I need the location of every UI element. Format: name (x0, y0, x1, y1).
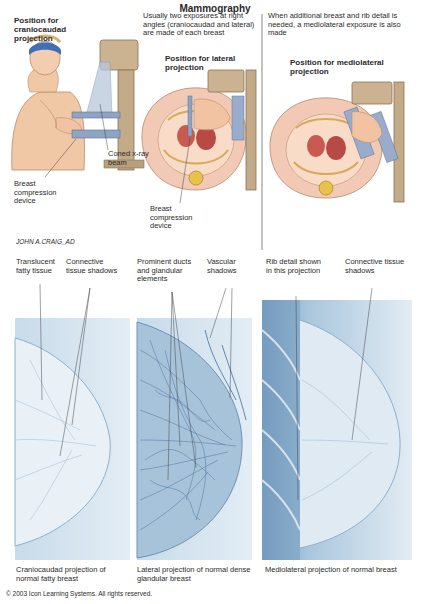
divider-line (262, 14, 263, 250)
image-caption: Mediolateral projection of normal breast (265, 566, 410, 575)
part-label: Prominent ducts and glandular elements (137, 258, 205, 284)
part-label: Translucent fatty tissue (16, 258, 68, 275)
signature: JOHN A.CRAIG_AD (16, 238, 106, 245)
projection-heading: Position for craniocaudad projection (14, 16, 92, 44)
projection-heading: Position for mediolateral projection (290, 58, 390, 76)
part-label: Rib detail shown in this projection (266, 258, 328, 275)
part-label: Vascular shadows (207, 258, 255, 275)
note: Usually two exposures at right angles (c… (143, 12, 257, 38)
part-label: Breast compression device (14, 180, 74, 206)
mediolateral-mammogram (262, 288, 412, 560)
note: When additional breast and rib detail is… (268, 12, 420, 38)
projection-heading: Position for lateral projection (165, 54, 249, 72)
craniocaudad-mammogram (15, 284, 130, 560)
image-caption: Lateral projection of normal dense gland… (137, 566, 255, 583)
part-label: Connective tissue shadows (345, 258, 407, 275)
mediolateral-position-figure (270, 82, 404, 202)
part-label: Coned x-ray beam (108, 150, 150, 167)
part-label: Breast compression device (150, 205, 214, 231)
copyright-note: © 2003 Icon Learning Systems. All rights… (6, 590, 266, 597)
lateral-mammogram (137, 288, 252, 560)
lateral-position-figure (142, 70, 256, 203)
image-caption: Craniocaudad projection of normal fatty … (16, 566, 128, 583)
part-label: Connective tissue shadows (66, 258, 124, 275)
